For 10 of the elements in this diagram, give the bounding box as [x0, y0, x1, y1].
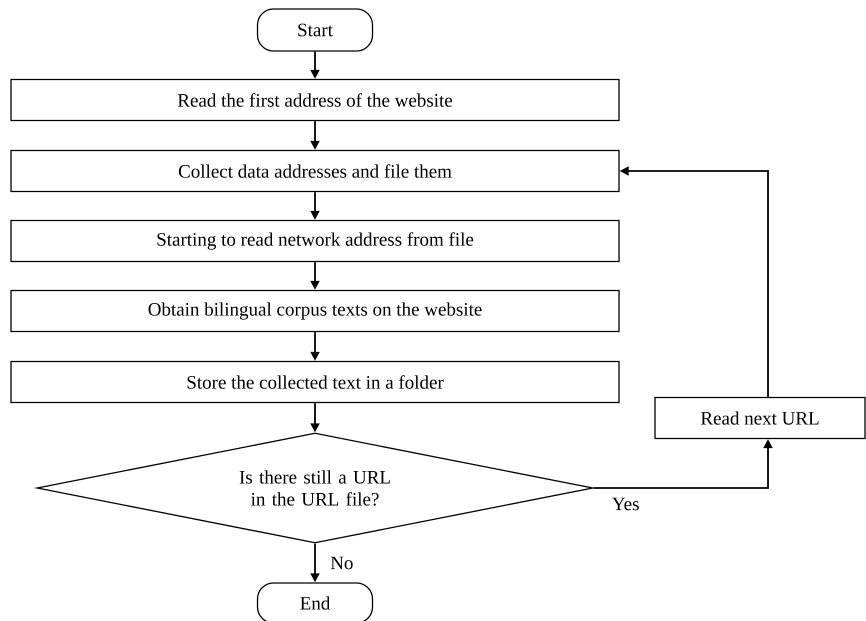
terminal-box: Start	[256, 8, 374, 52]
process-box: Read the first address of the website	[10, 78, 620, 122]
process-box: Store the collected text in a folder	[10, 360, 620, 404]
process-box: Collect data addresses and file them	[10, 150, 620, 192]
process-box: Obtain bilingual corpus texts on the website	[10, 290, 620, 332]
edge-label: Yes	[612, 498, 639, 510]
terminal-box: End	[256, 582, 374, 621]
edge-label: No	[330, 556, 353, 570]
process-box: Read next URL	[654, 396, 866, 440]
process-box: Starting to read network address from file	[10, 220, 620, 262]
